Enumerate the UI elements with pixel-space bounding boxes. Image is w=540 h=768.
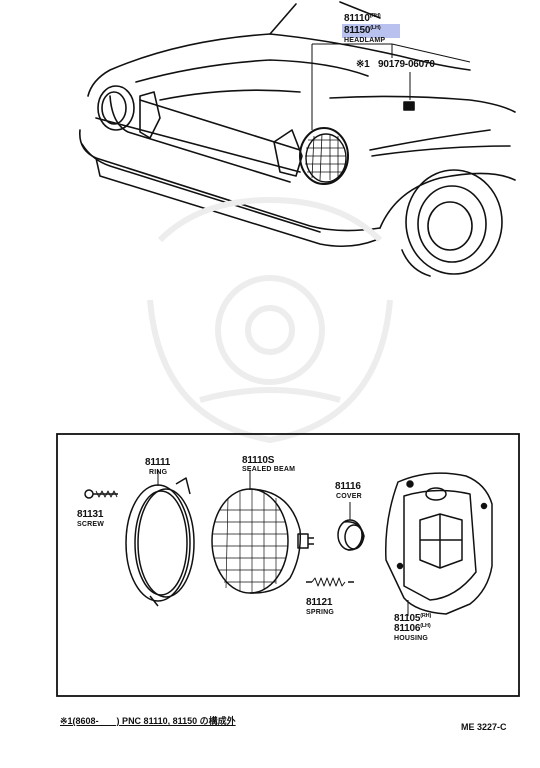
sealed-beam-part-number: 81110S: [242, 455, 275, 466]
sealed-beam-drawing: [211, 470, 314, 594]
rh-suffix: (RH): [369, 13, 381, 19]
note-part-number: 90179-06070: [378, 59, 435, 70]
spring-drawing: [306, 577, 354, 587]
ring-part-number: 81111: [145, 457, 171, 468]
lh-suffix: (LH): [370, 25, 381, 31]
housing-rh-number: 81105(RH): [394, 613, 432, 624]
housing-rh-suffix: (RH): [420, 613, 432, 619]
headlamp-rh-number: 81110(RH): [344, 13, 381, 24]
headlamp-lh-number: 81150(LH): [344, 25, 381, 36]
housing-drawing: [385, 472, 493, 616]
spring-part-number: 81121: [306, 597, 333, 608]
cover-part-name: COVER: [336, 493, 362, 500]
spring-part-name: SPRING: [306, 609, 335, 616]
footer-note: ※1(8608- ) PNC 81110, 81150 の構成外: [60, 716, 236, 726]
housing-lh-number: 81106(LH): [394, 623, 431, 634]
ring-drawing: [125, 470, 195, 607]
screw-drawing: [84, 489, 118, 499]
headlamp-name: HEADLAMP: [344, 37, 386, 44]
note-mark: ※1: [356, 59, 370, 70]
cover-part-number: 81116: [335, 481, 361, 492]
screw-part-name: SCREW: [77, 521, 105, 528]
ring-part-name: RING: [149, 469, 168, 476]
housing-part-name: HOUSING: [394, 635, 429, 642]
diagram-frame: [56, 433, 520, 697]
diagram-code: ME 3227-C: [461, 722, 507, 732]
housing-lh-suffix: (LH): [420, 623, 431, 629]
cover-drawing: [337, 502, 365, 551]
highlight-box: [342, 24, 400, 38]
screw-part-number: 81131: [77, 509, 104, 520]
sealed-beam-part-name: SEALED BEAM: [242, 466, 296, 473]
